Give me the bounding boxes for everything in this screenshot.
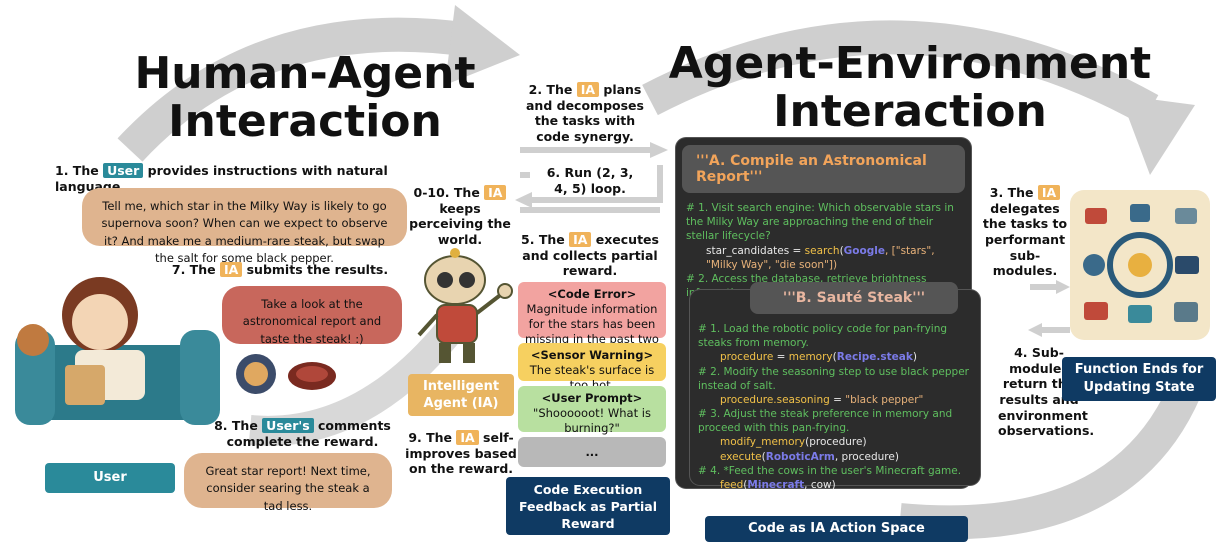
code-a-line-2: star_candidates = search(Google, ["stars… (706, 244, 938, 271)
step-5: 5. The IA executes and collects partial … (521, 232, 659, 279)
code-b-line-8: # 4. *Feed the cows in the user's Minecr… (698, 464, 962, 477)
arrowhead-top-left (445, 5, 520, 85)
code-title-b: '''B. Sauté Steak''' (750, 282, 958, 314)
comment-bubble: Great star report! Next time, consider s… (184, 453, 392, 513)
code-b-line-1: # 1. Load the robotic policy code for pa… (698, 323, 951, 350)
step-2: 2. The IA plans and decomposes the tasks… (526, 82, 644, 144)
arrow-loop (528, 165, 663, 203)
code-b-line-7: execute(RoboticArm, procedure) (720, 450, 899, 463)
arc-top-right (642, 20, 1159, 125)
user-tag: User (103, 163, 144, 178)
title-agent-environment: Agent-Environment Interaction (668, 38, 1152, 137)
user-illustration (15, 277, 220, 425)
step-8: 8. The User's comments complete the rewa… (214, 418, 391, 449)
arrowhead-top-right (1120, 95, 1195, 175)
agent-label: Intelligent Agent (IA) (408, 374, 514, 416)
code-window-b: '''B. Sauté Steak''' # 1. Load the robot… (690, 282, 980, 491)
step-6: 6. Run (2, 3, 4, 5) loop. (546, 165, 634, 196)
step-9: 9. The IA self-improves based on the rew… (405, 430, 517, 477)
user-label: User (45, 463, 175, 493)
feedback-sensor-warning: <Sensor Warning> The steak's surface is … (518, 343, 666, 392)
step-7: 7. The IA submits the results. (171, 262, 389, 277)
code-a-line-1: # 1. Visit search engine: Which observab… (686, 202, 958, 243)
robot-illustration (417, 248, 513, 363)
feedback-more: ... (518, 437, 666, 467)
feedback-caption: Code Execution Feedback as Partial Rewar… (506, 477, 670, 535)
step-3: 3. The IA delegates the tasks to perform… (982, 185, 1068, 279)
code-title-a: '''A. Compile an Astronomical Report''' (682, 145, 965, 193)
function-caption: Function Ends for Updating State (1062, 357, 1216, 401)
action-caption: Code as IA Action Space (705, 516, 968, 542)
step-0-10: 0-10. The IA keeps perceiving the world. (409, 185, 511, 247)
code-b-line-9: feed(Minecraft, cow) (720, 478, 836, 491)
feedback-user-prompt: <User Prompt>"Shoooooot! What is burning… (518, 386, 666, 435)
submit-bubble: Take a look at the astronomical report a… (222, 286, 402, 346)
report-steak-icons (236, 354, 336, 394)
instruction-bubble: Tell me, which star in the Milky Way is … (82, 188, 407, 265)
submodules-illustration (1070, 190, 1210, 340)
code-b-line-5: # 3. Adjust the steak preference in memo… (698, 408, 956, 435)
title-human-agent: Human-Agent Interaction (134, 48, 476, 147)
code-b-line-3: # 2. Modify the seasoning step to use bl… (698, 365, 973, 392)
code-b-line-2: procedure = memory(Recipe.steak) (720, 351, 917, 364)
arc-top-left (117, 17, 473, 162)
feedback-code-error: <Code Error> Magnitude information for t… (518, 282, 666, 361)
step-4: 4. Sub-modules return the results and en… (998, 345, 1095, 439)
code-b-line-6: modify_memory(procedure) (720, 436, 867, 449)
code-b-line-4: procedure.seasoning = "black pepper" (720, 393, 924, 406)
